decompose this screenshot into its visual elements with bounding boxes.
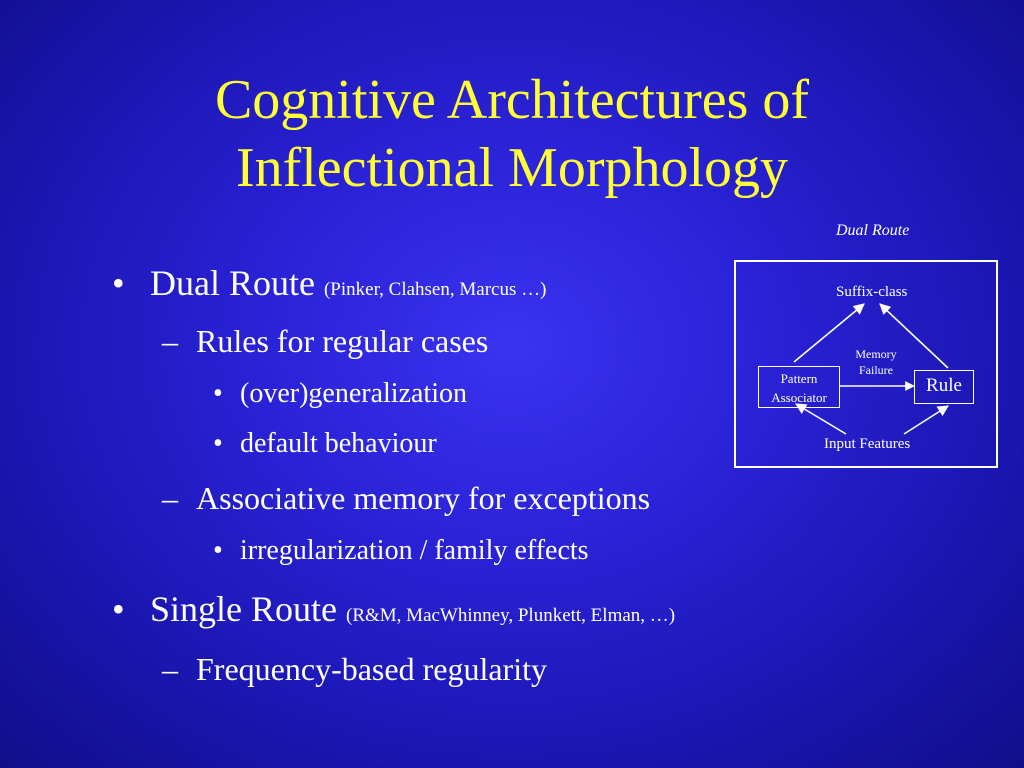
label-memory: Memory bbox=[855, 347, 897, 361]
title-line-2: Inflectional Morphology bbox=[235, 137, 789, 199]
node-suffix-class: Suffix-class bbox=[836, 284, 908, 300]
bullet-text: Dual Route bbox=[150, 263, 315, 303]
bullet-text: Single Route bbox=[150, 589, 337, 629]
sub-sub-bullet-text: irregularization / family effects bbox=[240, 535, 589, 566]
dual-route-diagram: Suffix-class Memory Failure Pattern Asso… bbox=[734, 260, 998, 468]
bullet-citation: (Pinker, Clahsen, Marcus …) bbox=[323, 279, 547, 300]
dash-marker: – bbox=[162, 480, 178, 516]
sub-sub-bullet-default: • default behaviour bbox=[213, 428, 437, 460]
diagram-arrows bbox=[793, 303, 949, 435]
arrow-input-to-rule bbox=[903, 405, 949, 435]
dash-marker: – bbox=[162, 323, 178, 359]
sub-bullet-text: Rules for regular cases bbox=[196, 323, 489, 359]
label-failure: Failure bbox=[859, 363, 893, 377]
diagram-caption: Dual Route bbox=[836, 222, 910, 239]
sub-sub-bullet-irregularization: • irregularization / family effects bbox=[213, 535, 589, 567]
label-memory-failure: Memory Failure bbox=[850, 346, 902, 378]
node-pattern-associator: Pattern Associator bbox=[758, 366, 840, 408]
bullet-marker: • bbox=[213, 428, 223, 459]
bullet-marker: • bbox=[112, 589, 125, 629]
sub-bullet-text: Associative memory for exceptions bbox=[196, 480, 651, 516]
dash-marker: – bbox=[162, 651, 178, 687]
title-line-1: Cognitive Architectures of bbox=[214, 69, 810, 131]
sub-bullet-associative: –Associative memory for exceptions bbox=[162, 480, 650, 517]
sub-sub-bullet-text: (over)generalization bbox=[240, 378, 467, 409]
arrow-pattern-to-suffix bbox=[793, 303, 865, 363]
label-pattern: Pattern bbox=[780, 371, 818, 386]
sub-sub-bullet-text: default behaviour bbox=[240, 428, 437, 459]
bullet-dual-route: • Dual Route (Pinker, Clahsen, Marcus …) bbox=[112, 262, 546, 304]
bullet-marker: • bbox=[213, 378, 223, 409]
sub-bullet-rules: –Rules for regular cases bbox=[162, 323, 488, 360]
node-rule: Rule bbox=[914, 370, 974, 404]
node-input-features: Input Features bbox=[824, 436, 911, 452]
sub-bullet-text: Frequency-based regularity bbox=[196, 651, 547, 687]
bullet-marker: • bbox=[112, 263, 125, 303]
slide-title: Cognitive Architectures of Inflectional … bbox=[0, 66, 1024, 202]
sub-bullet-frequency: –Frequency-based regularity bbox=[162, 651, 547, 688]
arrow-input-to-pattern bbox=[795, 403, 847, 435]
sub-sub-bullet-overgeneralization: • (over)generalization bbox=[213, 378, 467, 410]
bullet-citation: (R&M, MacWhinney, Plunkett, Elman, …) bbox=[346, 605, 676, 626]
arrow-rule-to-suffix bbox=[879, 303, 949, 369]
bullet-single-route: • Single Route (R&M, MacWhinney, Plunkett… bbox=[112, 588, 675, 630]
label-associator: Associator bbox=[771, 390, 827, 405]
bullet-marker: • bbox=[213, 535, 223, 566]
